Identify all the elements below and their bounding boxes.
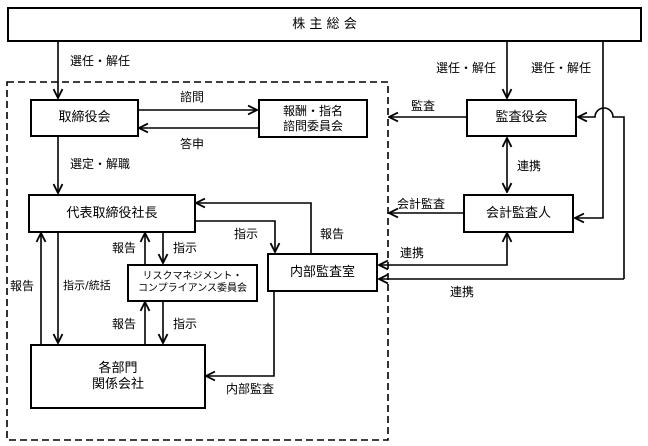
label-cooperation-internal: 連携 <box>450 285 475 299</box>
label-report-internal: 報告 <box>320 227 345 241</box>
node-president: 代表取締役社長 <box>28 194 196 233</box>
node-label-line2: 関係会社 <box>91 376 144 392</box>
label-instruct-oversee: 指示/統括 <box>63 279 111 292</box>
arrow-instruct-internal <box>195 220 275 252</box>
label-elect-dismiss-auditors: 選任・解任 <box>436 61 497 75</box>
node-label-line2: コンプライアンス委員会 <box>137 283 248 294</box>
node-label-line1: リスクマネジメント・ <box>142 271 243 282</box>
node-label-line2: 諮問委員会 <box>282 118 343 133</box>
label-elect-dismiss-accounting: 選任・解任 <box>531 61 592 75</box>
corporate-boundary <box>6 81 389 441</box>
node-shareholders-meeting: 株 主 総 会 <box>7 7 642 42</box>
label-audit: 監査 <box>411 99 436 113</box>
node-departments-affiliates: 各部門 関係会社 <box>30 344 206 409</box>
label-consult: 諮問 <box>180 90 205 104</box>
label-accounting-audit: 会計監査 <box>397 197 446 211</box>
arrow-cooperation-internal-to-auditors <box>578 107 625 279</box>
node-board-of-directors: 取締役会 <box>30 99 139 137</box>
node-risk-compliance-committee: リスクマネジメント・ コンプライアンス委員会 <box>127 264 258 302</box>
label-appoint-dismiss: 選定・解職 <box>70 157 131 171</box>
label-dept-report: 報告 <box>112 317 137 331</box>
label-dept-instruct: 指示 <box>173 317 198 331</box>
node-label: 取締役会 <box>58 110 111 126</box>
label-instruct-internal: 指示 <box>234 227 259 241</box>
arrow-internal-audit <box>206 291 275 376</box>
label-internal-audit: 内部監査 <box>226 382 275 396</box>
node-label: 監査役会 <box>495 110 548 126</box>
node-internal-audit-office: 内部監査室 <box>267 253 378 292</box>
label-cooperation-auditors: 連携 <box>517 159 542 173</box>
node-label: 株 主 総 会 <box>292 16 357 32</box>
label-report-back: 答申 <box>180 137 205 151</box>
label-elect-dismiss-board: 選任・解任 <box>70 54 131 68</box>
node-label: 内部監査室 <box>289 264 355 280</box>
node-label: 代表取締役社長 <box>66 205 158 221</box>
arrow-accounting-internal-cooperation <box>379 233 507 265</box>
label-risk-instruct: 指示 <box>173 241 198 255</box>
label-cooperation-accounting: 連携 <box>400 246 425 260</box>
label-report-left: 報告 <box>10 279 35 293</box>
arrow-shareholders-to-accounting-auditor <box>575 41 604 218</box>
node-compensation-nomination-committee: 報酬・指名 諮問委員会 <box>258 99 368 138</box>
node-label: 会計監査人 <box>485 205 551 221</box>
node-accounting-auditor: 会計監査人 <box>463 194 574 233</box>
label-risk-report: 報告 <box>112 241 137 255</box>
arrow-report-internal <box>196 203 312 253</box>
node-label-line1: 報酬・指名 <box>282 104 343 119</box>
node-audit-and-supervisory-board: 監査役会 <box>466 99 577 137</box>
node-label-line1: 各部門 <box>98 360 138 376</box>
